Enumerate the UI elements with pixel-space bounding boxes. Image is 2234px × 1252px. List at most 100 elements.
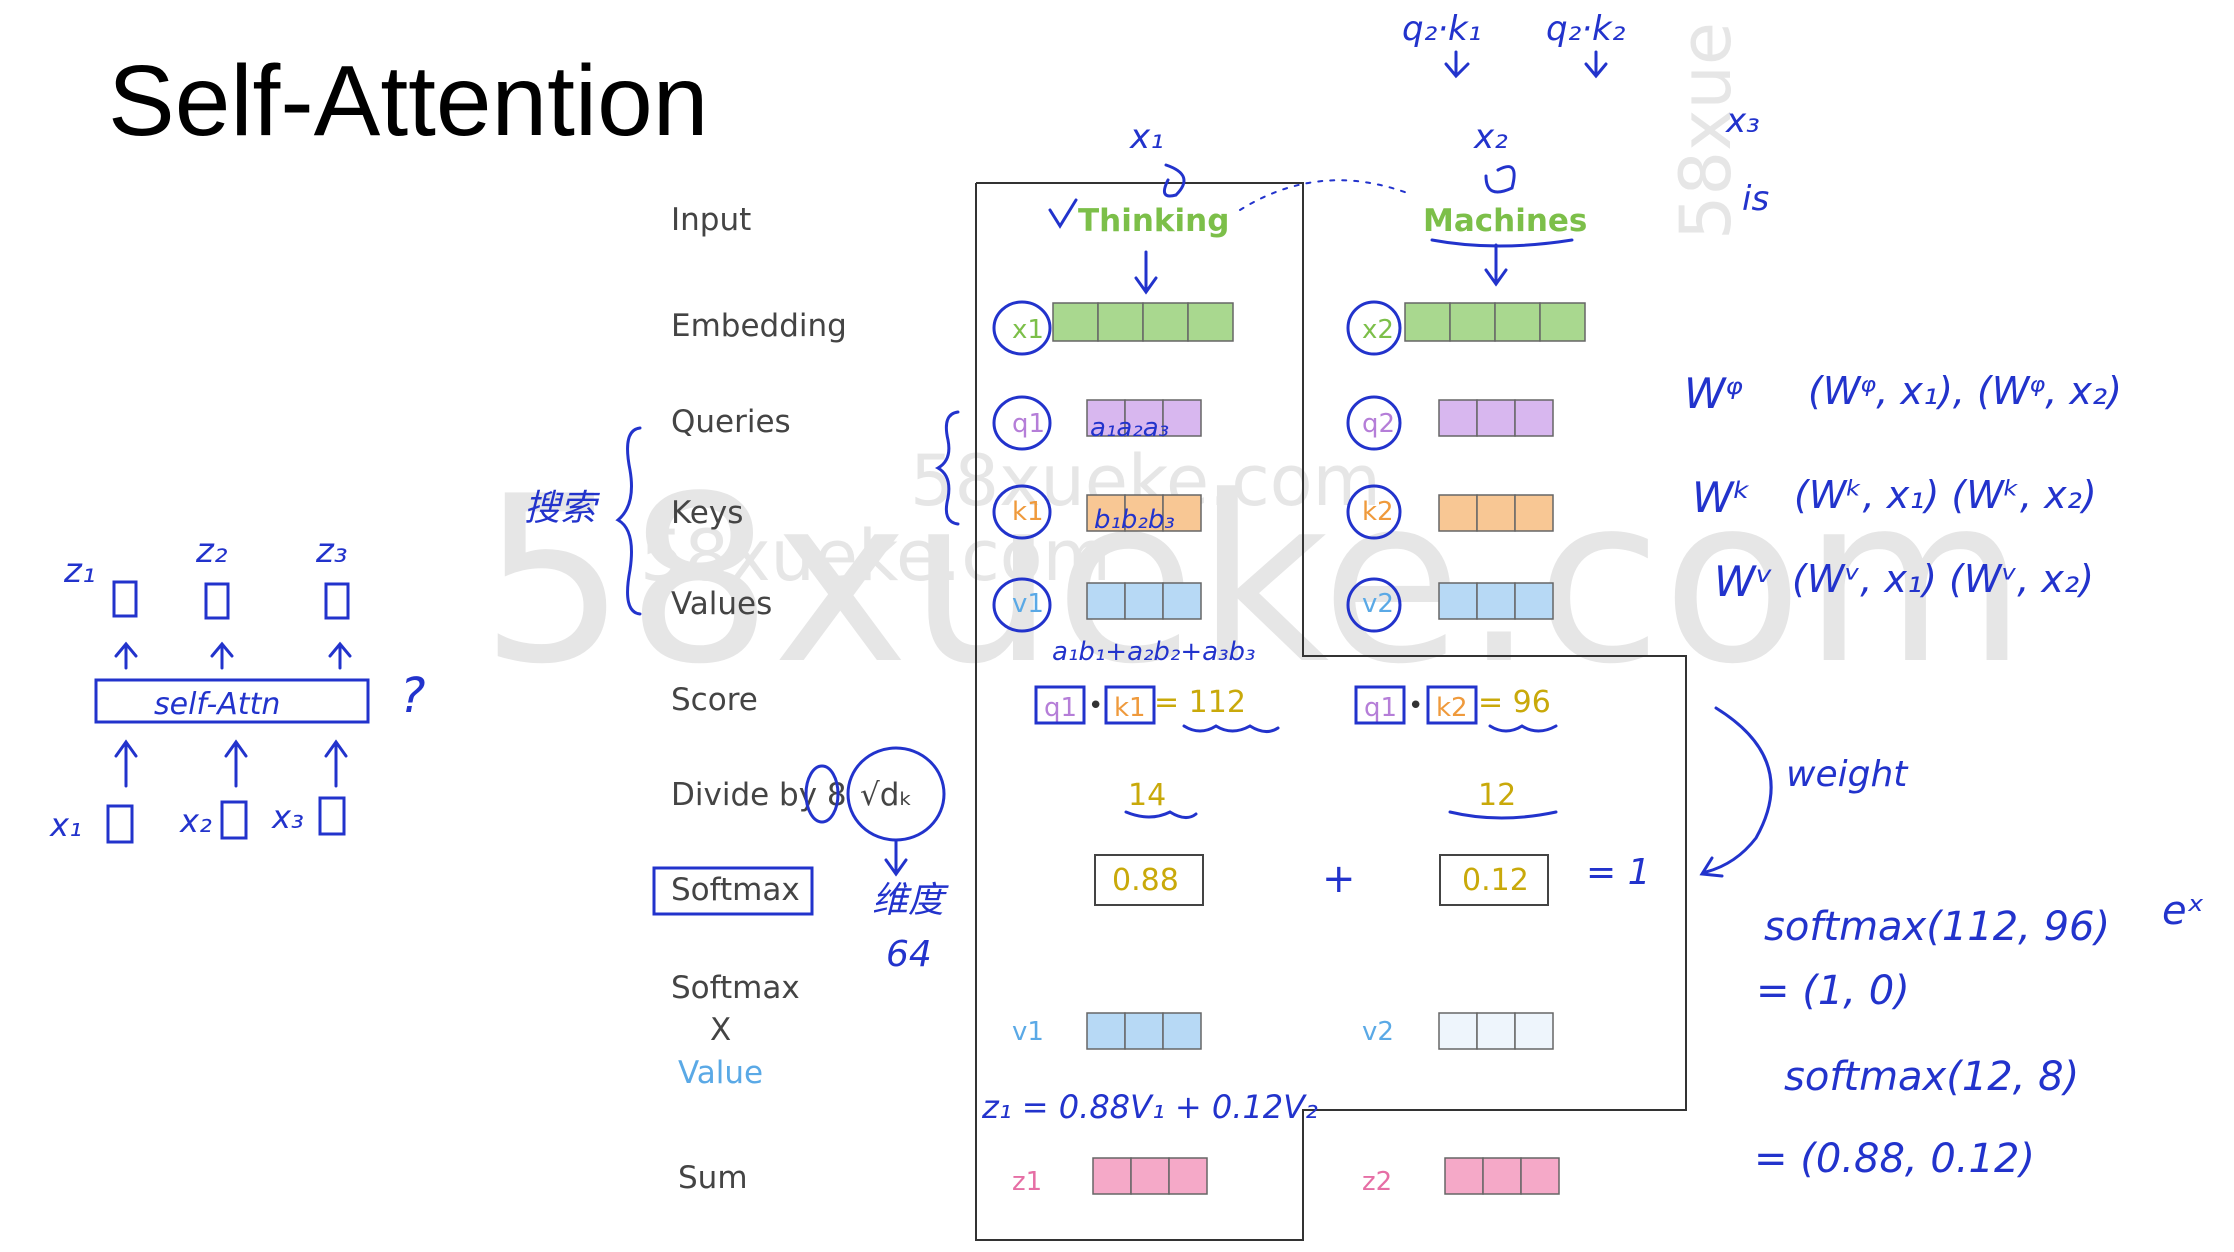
label-x2: x2 — [1362, 315, 1394, 345]
ink-brace-right — [934, 410, 960, 526]
label-v2: v2 — [1362, 589, 1394, 619]
ink-text-wq-pairs: (Wᵠ, x₁), (Wᵠ, x₂) — [1808, 369, 2122, 413]
weighted-v1-cell-2 — [1124, 1012, 1164, 1050]
ink-loop-x2 — [1484, 165, 1516, 194]
weighted-v1-cell-1 — [1086, 1012, 1126, 1050]
ink-vec-z3 — [324, 582, 350, 620]
score-value-2: = 96 — [1478, 685, 1551, 720]
label-z2: z2 — [1362, 1167, 1392, 1197]
ink-circle-q1 — [992, 395, 1052, 451]
query-q2-cell-1 — [1438, 399, 1478, 437]
ink-text-dot-expand: a₁b₁+a₂b₂+a₃b₃ — [1052, 637, 1255, 667]
embedding-x2-cell-1 — [1404, 302, 1451, 342]
sum-z1-cell-1 — [1092, 1157, 1132, 1195]
weighted-v1-cell-3 — [1162, 1012, 1202, 1050]
ink-text-res1: = (1, 0) — [1756, 968, 1910, 1014]
ink-arrow-z1 — [114, 641, 138, 670]
sqrt-dk: √dₖ — [860, 777, 913, 813]
row-label-input: Input — [671, 202, 751, 238]
ink-text-plus: + — [1322, 856, 1356, 902]
softmax-box-1 — [1094, 854, 1204, 906]
ink-check-mark — [1048, 198, 1078, 229]
row-label-sum: Sum — [678, 1160, 748, 1196]
row-label-score: Score — [671, 682, 758, 718]
ink-arrow-z3 — [328, 641, 352, 670]
ink-text-q-cells: a₁a₂a₃ — [1090, 413, 1169, 443]
label-x1: x1 — [1012, 315, 1044, 345]
row-label-keys: Keys — [671, 495, 743, 531]
watermark-small-2: 58xueke.com — [640, 515, 1111, 597]
ink-vec-x2 — [220, 800, 248, 840]
label-q2: q2 — [1362, 409, 1395, 439]
embedding-x2-cell-4 — [1539, 302, 1586, 342]
key-k1-cell-2 — [1124, 494, 1164, 532]
ink-text-self-attn: self-Attn — [154, 687, 280, 722]
row-label-divide: Divide by 8 — [671, 777, 847, 813]
query-q2-cell-3 — [1514, 399, 1554, 437]
sum-z2-cell-1 — [1444, 1157, 1484, 1195]
embedding-x2-cell-3 — [1494, 302, 1541, 342]
ink-text-weight: weight — [1786, 754, 1909, 795]
row-label-softmax-x-value-3: Value — [678, 1055, 763, 1091]
key-k2-cell-1 — [1438, 494, 1478, 532]
row-label-queries: Queries — [671, 404, 791, 440]
query-q1-cell-2 — [1124, 399, 1164, 437]
ink-arrow-x1 — [114, 739, 138, 788]
weighted-v2-cell-1 — [1438, 1012, 1478, 1050]
value-v1-cell-1 — [1086, 582, 1126, 620]
ink-text-dim64: 64 — [886, 934, 932, 975]
embedding-x1-cell-2 — [1097, 302, 1144, 342]
query-q1-cell-1 — [1086, 399, 1126, 437]
ink-text-res2: = (0.88, 0.12) — [1754, 1136, 2035, 1182]
ink-squiggle-112 — [1182, 724, 1280, 733]
ink-vec-z1 — [112, 580, 138, 618]
vector-cells — [1052, 302, 1586, 1195]
ink-dotted-link — [1239, 179, 1411, 211]
label-z1: z1 — [1012, 1167, 1042, 1197]
ink-arrow-thinking — [1134, 250, 1158, 295]
query-q1-cell-3 — [1162, 399, 1202, 437]
score-k2-box — [1426, 685, 1478, 725]
ink-box-self-attn — [94, 678, 370, 724]
watermark-vertical: 58xue — [1665, 22, 1747, 240]
label-k1: k1 — [1012, 497, 1044, 527]
ink-text-x1: x₁ — [1129, 117, 1164, 157]
value-v1-cell-2 — [1124, 582, 1164, 620]
sum-z1-cell-2 — [1130, 1157, 1170, 1195]
embedding-x1-cell-4 — [1187, 302, 1234, 342]
ink-underline-machines — [1430, 238, 1574, 248]
sum-z1-cell-3 — [1168, 1157, 1208, 1195]
page-title: Self-Attention — [108, 45, 708, 157]
softmax-value-1: 0.88 — [1112, 863, 1179, 898]
row-label-softmax: Softmax — [671, 872, 800, 908]
label-k2: k2 — [1362, 497, 1394, 527]
embedding-x1-cell-1 — [1052, 302, 1099, 342]
ink-text-dim: 维度 — [872, 880, 949, 921]
row-label-softmax-x-value-2: X — [710, 1012, 731, 1048]
score-q1-2: q1 — [1364, 693, 1397, 723]
ink-text-k-cells: b₁b₂b₃ — [1094, 505, 1175, 535]
ink-text-z1-formula: z₁ = 0.88V₁ + 0.12V₂ — [981, 1088, 1318, 1126]
ink-text-softmax2: softmax(12, 8) — [1784, 1054, 2079, 1100]
sum-z2-cell-3 — [1520, 1157, 1560, 1195]
watermark-large: 58xueke.com — [480, 448, 2027, 715]
ink-text-bx1: x₁ — [49, 806, 82, 844]
query-q2-cell-2 — [1476, 399, 1516, 437]
ink-arrow-x2 — [224, 739, 248, 788]
ink-circle-k1 — [992, 484, 1052, 540]
ink-text-is: is — [1742, 179, 1769, 219]
value-v2-cell-2 — [1476, 582, 1516, 620]
label-v2-weighted: v2 — [1362, 1017, 1394, 1047]
ink-brace-left — [615, 426, 642, 616]
ink-squiggle-14 — [1124, 810, 1198, 819]
score-q1-box-1 — [1034, 685, 1086, 725]
ink-text-q2k1: q₂·k₁ — [1402, 9, 1481, 49]
ink-arrow-qk1 — [1444, 50, 1470, 79]
ink-text-q2k2: q₂·k₂ — [1546, 9, 1626, 49]
ink-arrow-qk2 — [1584, 50, 1608, 79]
ink-text-softmax1: softmax(112, 96) — [1764, 904, 2110, 950]
value-v2-cell-1 — [1438, 582, 1478, 620]
row-label-softmax-x-value-1: Softmax — [671, 970, 800, 1006]
ink-vec-z2 — [204, 582, 230, 620]
